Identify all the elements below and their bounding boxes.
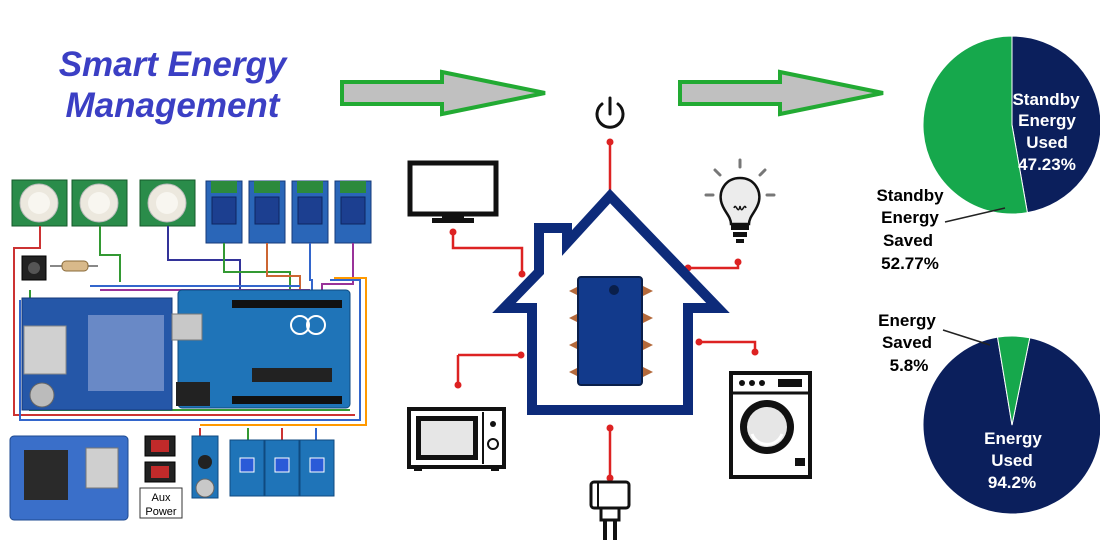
leader-line-standby-saved — [944, 207, 1006, 223]
relay-module-4 — [334, 180, 372, 244]
hardware-circuit: Aux Power — [9, 179, 372, 521]
page-title: Smart Energy Management — [40, 44, 305, 126]
title-line-1: Smart Energy — [58, 45, 287, 84]
washing-machine-icon — [729, 371, 812, 479]
pie1-used-label: Standby Energy Used 47.23% — [1012, 90, 1080, 174]
leader-line-energy-saved — [942, 329, 991, 346]
pie1-saved-line-1: Standby — [876, 186, 944, 205]
pie1-used-line-2: Energy — [1018, 111, 1076, 130]
power-icon — [595, 96, 625, 129]
arduino-board — [171, 289, 351, 409]
pir-sensor-2 — [71, 179, 128, 227]
pie1-saved-label: Standby Energy Saved 52.77% — [876, 186, 944, 273]
aux-power-box: Aux Power — [139, 487, 183, 519]
pie-chart-standby — [922, 35, 1100, 215]
light-bulb-icon — [704, 158, 776, 243]
pie2-used-line-2: Used — [991, 451, 1033, 470]
relay-module-1 — [205, 180, 243, 244]
pie1-saved-line-3: Saved — [883, 231, 933, 250]
pie-slice-energy-used — [922, 336, 1100, 515]
pie-slice-energy-saved — [996, 335, 1031, 426]
pie1-used-line-3: Used — [1026, 133, 1068, 152]
aux-label-line-2: Power — [145, 506, 177, 518]
pie1-saved-value: 52.77% — [881, 254, 939, 273]
flow-arrow-1 — [340, 69, 546, 117]
tv-icon — [407, 160, 499, 223]
pir-sensor-1 — [11, 179, 68, 227]
relay-module-2 — [248, 180, 286, 244]
pie1-used-line-1: Standby — [1012, 90, 1080, 109]
gsm-module — [9, 435, 129, 521]
prototype-shield — [21, 297, 173, 411]
pie1-saved-line-2: Energy — [881, 208, 939, 227]
pie2-used-value: 94.2% — [988, 473, 1036, 492]
pie-slice-standby-energy-saved — [922, 35, 1028, 215]
pie-slice-standby-energy-used — [1011, 35, 1100, 214]
pie2-saved-value: 5.8% — [890, 356, 929, 375]
pie2-saved-line-2: Saved — [882, 333, 932, 352]
sensor-module-1 — [191, 435, 219, 499]
aux-label-line-1: Aux — [152, 492, 171, 504]
sensor-module-4 — [299, 439, 335, 497]
microwave-icon — [407, 407, 506, 471]
pie2-saved-label: Energy Saved 5.8% — [878, 311, 936, 375]
resistor — [50, 260, 98, 272]
microcontroller-chip-icon — [569, 276, 653, 386]
relay-module-3 — [291, 180, 329, 244]
pie2-used-line-1: Energy — [984, 429, 1042, 448]
flow-arrow-2 — [678, 69, 884, 117]
title-line-2: Management — [65, 86, 280, 125]
sensor-module-2 — [229, 439, 265, 497]
pie2-saved-line-1: Energy — [878, 311, 936, 330]
pir-sensor-3 — [139, 179, 196, 227]
wire-junction-dots — [449, 138, 759, 482]
pie1-used-value: 47.23% — [1018, 155, 1076, 174]
sensor-module-3 — [264, 439, 300, 497]
pie-chart-energy — [922, 335, 1100, 515]
pie2-used-label: Energy Used 94.2% — [984, 429, 1042, 492]
plug-icon — [589, 480, 631, 540]
